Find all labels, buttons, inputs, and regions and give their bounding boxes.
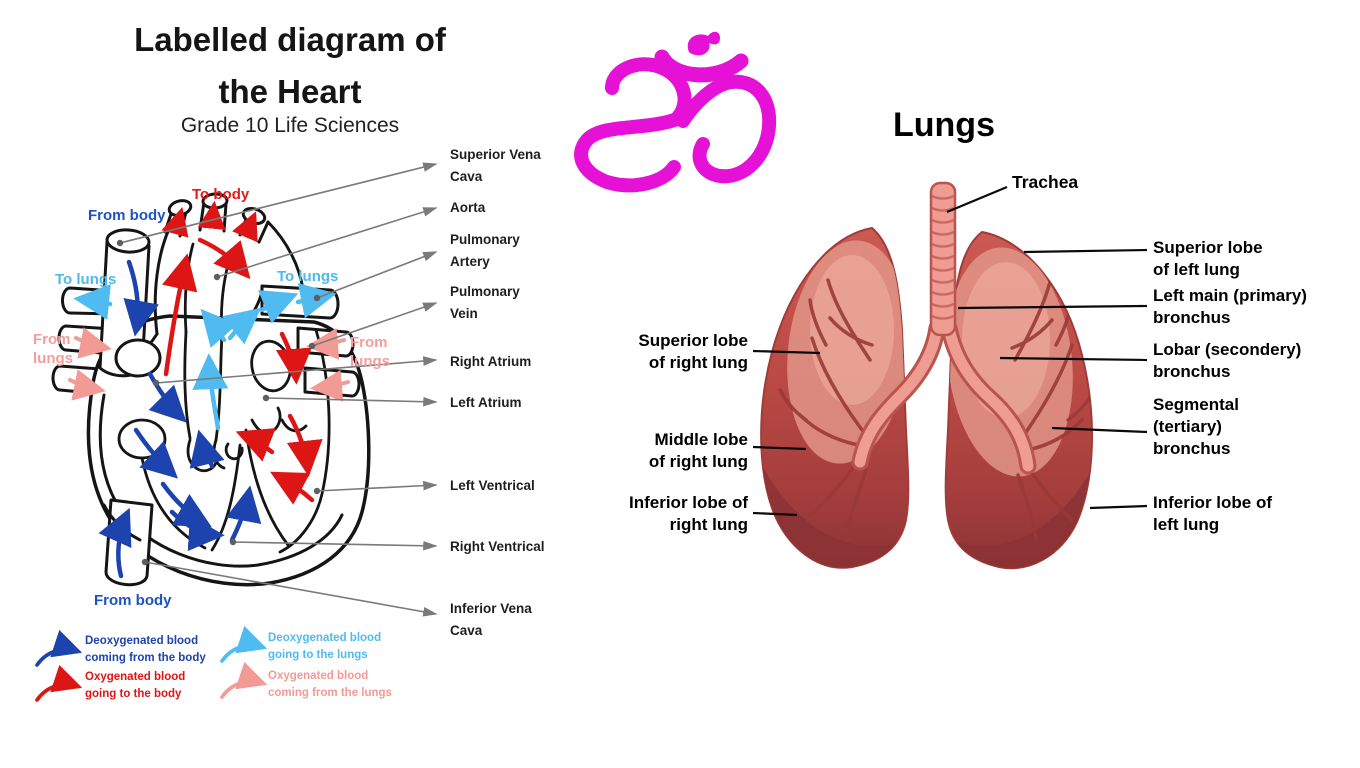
trachea <box>929 181 957 337</box>
label-superior-lobe-left-lung: Superior lobe of left lung <box>1153 238 1263 280</box>
heart-title-line2: the Heart <box>218 73 362 111</box>
blood-flow-arrows-deoxygenated-body <box>98 259 262 579</box>
label-middle-lobe-right-lung: Middle lobe of right lung <box>648 430 748 472</box>
flow-label-from-body-top: From body <box>88 207 166 224</box>
flow-label-from-lungs-right: From lungs <box>350 334 390 370</box>
legend-oxygenated-to-body: Oxygenated blood going to the body <box>85 671 186 700</box>
lungs-illustration <box>752 181 1148 570</box>
heart-title-line1: Labelled diagram of <box>134 21 446 58</box>
lungs-diagram-title: Lungs <box>893 106 995 144</box>
label-left-main-bronchus: Left main (primary) bronchus <box>1153 286 1307 328</box>
legend-oxygenated-from-lungs: Oxygenated blood coming from the lungs <box>268 670 392 699</box>
om-flame-dot <box>687 31 720 56</box>
legend-arrows <box>35 625 268 702</box>
label-left-atrium: Left Atrium <box>450 395 522 410</box>
heart-diagram-title: Labelled diagram of the Heart <box>70 14 510 118</box>
label-pulmonary-vein: Pulmonary Vein <box>450 284 520 321</box>
label-lobar-bronchus: Lobar (secondery) bronchus <box>1153 340 1302 382</box>
flow-label-to-lungs-right: To lungs <box>277 268 339 285</box>
label-superior-vena-cava: Superior Vena Cava <box>450 147 541 184</box>
flow-label-from-body-bottom: From body <box>94 592 172 609</box>
label-pulmonary-artery: Pulmonary Artery <box>450 232 520 269</box>
label-inferior-vena-cava: Inferior Vena Cava <box>450 601 532 638</box>
label-superior-lobe-right-lung: Superior lobe of right lung <box>638 331 748 373</box>
heart-leader-lines <box>116 162 438 617</box>
legend-deoxygenated-to-lungs: Deoxygenated blood going to the lungs <box>268 632 382 661</box>
flow-label-to-body: To body <box>192 186 250 203</box>
heart-illustration <box>51 192 371 587</box>
flow-label-from-lungs-left: From lungs <box>33 331 73 367</box>
blood-flow-arrows-oxygenated-body <box>161 200 323 505</box>
label-inferior-lobe-left-lung: Inferior lobe of left lung <box>1153 493 1272 535</box>
left-lung <box>944 230 1093 570</box>
label-segmental-bronchus: Segmental (tertiary) bronchus <box>1153 395 1239 459</box>
label-right-atrium: Right Atrium <box>450 354 532 369</box>
om-symbol <box>574 31 777 193</box>
label-right-ventrical: Right Ventrical <box>450 539 545 554</box>
blood-flow-arrows-deoxygenated-lungs <box>73 283 337 431</box>
label-inferior-lobe-right-lung: Inferior lobe of right lung <box>629 493 748 535</box>
bronchi <box>851 319 1037 475</box>
legend-deoxygenated-from-body: Deoxygenated blood coming from the body <box>85 635 206 664</box>
label-aorta: Aorta <box>450 200 486 215</box>
flow-label-to-lungs-left: To lungs <box>55 271 117 288</box>
label-left-ventrical: Left Ventrical <box>450 478 535 493</box>
heart-diagram-subtitle: Grade 10 Life Sciences <box>180 114 400 137</box>
label-trachea: Trachea <box>1012 172 1079 192</box>
lungs-leader-lines <box>752 185 1148 517</box>
